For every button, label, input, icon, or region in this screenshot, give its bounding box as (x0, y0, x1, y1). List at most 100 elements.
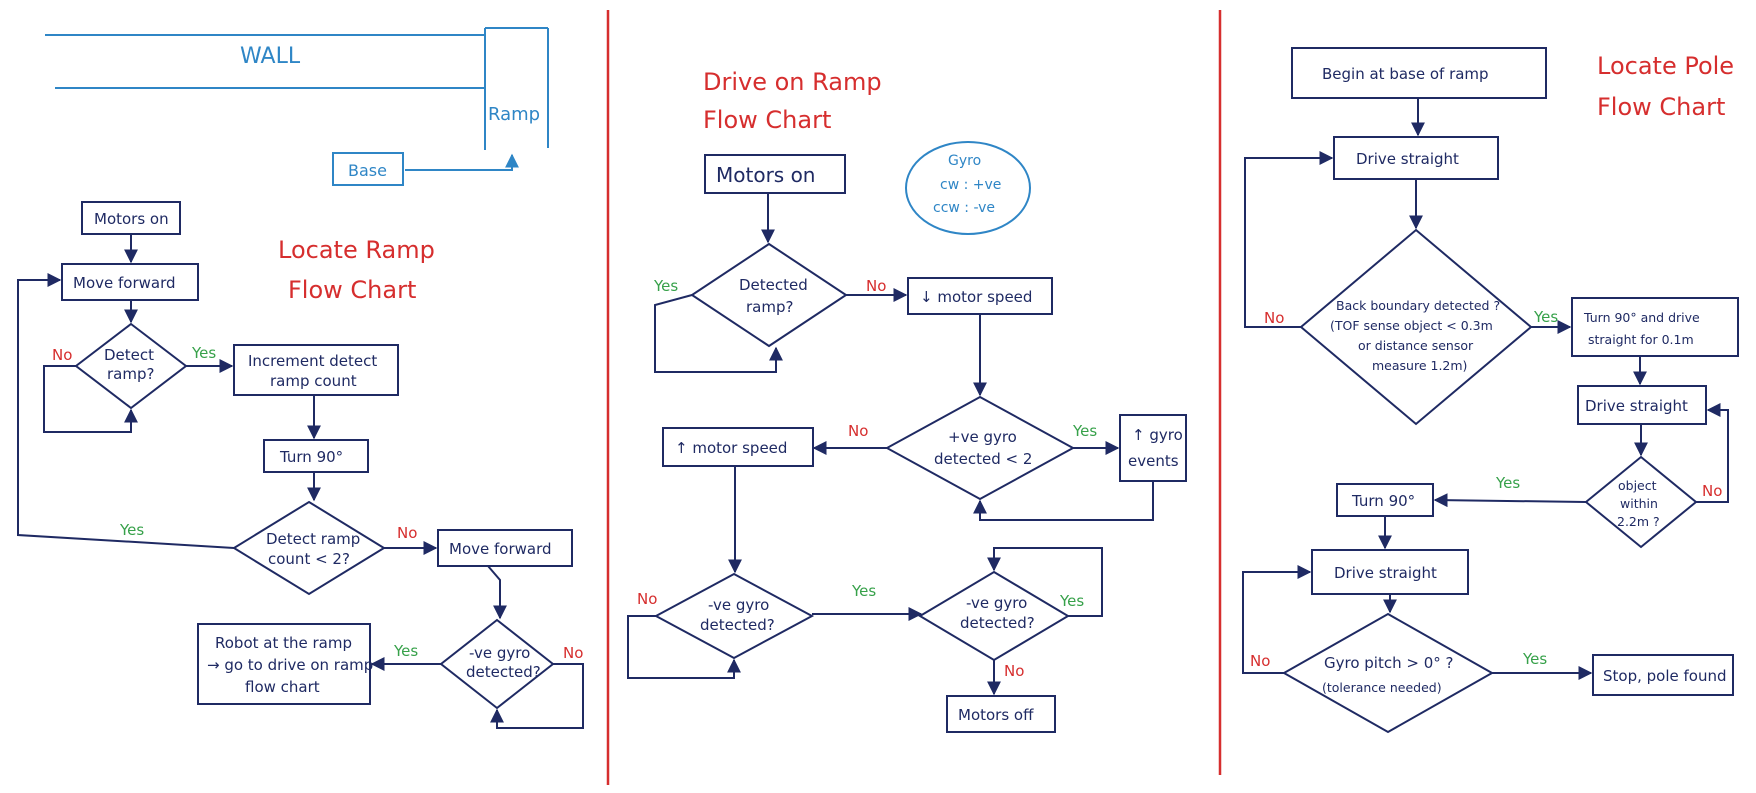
lr-move-forward-2: Move forward (449, 540, 552, 558)
lp-back-3: or distance sensor (1358, 338, 1474, 353)
lr-robot-2: → go to drive on ramp (207, 656, 373, 674)
lp-stop: Stop, pole found (1603, 667, 1727, 685)
dor-neg-gyro-a-2: detected? (700, 616, 775, 634)
lp-drive-straight-2-box (1577, 385, 1707, 425)
dor-detected-ramp-diamond (690, 242, 848, 348)
lr-neg-gyro-diamond (439, 618, 555, 710)
lr-increment-1: Increment detect (248, 352, 377, 370)
lp-pitch-1: Gyro pitch > 0° ? (1324, 654, 1454, 672)
lr-neg-gyro-1: -ve gyro (469, 644, 530, 662)
lr-neg-gyro-2: detected? (466, 663, 541, 681)
gyro-note-1: Gyro (948, 153, 981, 169)
dor-no-3: No (637, 590, 657, 608)
lr-robot-3: flow chart (245, 678, 320, 696)
lr-yes-3: Yes (393, 642, 418, 660)
lr-move-forward-box (61, 263, 199, 301)
dor-no-2: No (848, 422, 868, 440)
dor-yes-4: Yes (1059, 592, 1084, 610)
lp-object-3: 2.2m ? (1617, 514, 1660, 529)
locate-ramp-title-2: Flow Chart (288, 276, 416, 304)
dor-inc-speed-box (662, 427, 814, 467)
dor-neg-gyro-b-1: -ve gyro (966, 594, 1027, 612)
dor-inc-speed: ↑ motor speed (675, 439, 787, 457)
dor-motors-on: Motors on (716, 163, 815, 187)
lp-no-1: No (1264, 309, 1284, 327)
lr-count-diamond (232, 500, 386, 596)
lr-turn-90: Turn 90° (279, 448, 343, 466)
lr-no-2: No (397, 524, 417, 542)
base-box (332, 152, 404, 186)
dor-no-1: No (866, 277, 886, 295)
dor-yes-3: Yes (851, 582, 876, 600)
lp-no-3: No (1250, 652, 1270, 670)
lp-turn-drive-2: straight for 0.1m (1588, 332, 1694, 347)
lp-yes-3: Yes (1522, 650, 1547, 668)
dor-pos-gyro-diamond (884, 395, 1076, 501)
lr-motors-on: Motors on (94, 210, 169, 228)
lp-title-2: Flow Chart (1597, 93, 1725, 121)
dor-pos-gyro-2: detected < 2 (934, 450, 1032, 468)
lp-back-1: Back boundary detected ? (1336, 298, 1500, 313)
lr-detect-ramp-2: ramp? (107, 365, 154, 383)
dor-motors-off-box (946, 695, 1056, 733)
ramp-label: Ramp (488, 104, 540, 125)
lr-turn-90-box (263, 439, 369, 473)
lp-back-4: measure 1.2m) (1372, 358, 1467, 373)
lp-begin: Begin at base of ramp (1322, 65, 1489, 83)
lp-title-1: Locate Pole (1597, 52, 1734, 80)
lp-drive-straight-3: Drive straight (1334, 564, 1437, 582)
lr-robot-1: Robot at the ramp (215, 634, 352, 652)
dor-detected-ramp-1: Detected (739, 276, 808, 294)
lp-pitch-2: (tolerance needed) (1322, 680, 1442, 695)
lp-drive-straight-2: Drive straight (1585, 397, 1688, 415)
lr-count-2: count < 2? (268, 550, 350, 568)
lr-detect-ramp-1: Detect (104, 346, 154, 364)
lp-turn-90: Turn 90° (1351, 492, 1415, 510)
lp-drive-straight-1-box (1333, 136, 1499, 180)
lp-object-1: object (1618, 478, 1657, 493)
gyro-note-ellipse (905, 141, 1031, 235)
dor-title-2: Flow Chart (703, 106, 831, 134)
lr-move-forward: Move forward (73, 274, 176, 292)
lr-yes-1: Yes (191, 344, 216, 362)
lr-yes-2: Yes (119, 521, 144, 539)
dor-motors-off: Motors off (958, 706, 1034, 724)
base-label: Base (348, 161, 387, 180)
gyro-note-2: cw : +ve (940, 177, 1001, 193)
wall-label: WALL (240, 44, 301, 69)
lr-robot-box (197, 623, 371, 705)
dor-pos-gyro-1: +ve gyro (948, 428, 1017, 446)
lp-drive-straight-1: Drive straight (1356, 150, 1459, 168)
dor-yes-2: Yes (1072, 422, 1097, 440)
dor-neg-gyro-b-2: detected? (960, 614, 1035, 632)
dor-detected-ramp-2: ramp? (746, 298, 793, 316)
dor-title-1: Drive on Ramp (703, 68, 882, 96)
dor-neg-gyro-a-1: -ve gyro (708, 596, 769, 614)
dor-neg-gyro-a-diamond (653, 572, 815, 660)
lp-object-diamond (1584, 455, 1698, 549)
lr-no-3: No (563, 644, 583, 662)
lp-yes-2: Yes (1495, 474, 1520, 492)
lr-count-1: Detect ramp (266, 530, 360, 548)
lp-turn-drive-box (1571, 297, 1739, 357)
lr-increment-box (233, 344, 399, 396)
lp-yes-1: Yes (1533, 308, 1558, 326)
lp-no-2: No (1702, 482, 1722, 500)
lp-object-2: within (1620, 496, 1658, 511)
lp-back-boundary-diamond (1299, 228, 1533, 426)
dor-yes-1: Yes (653, 277, 678, 295)
arena-map: WALL Ramp Base (45, 27, 549, 186)
lr-increment-2: ramp count (270, 372, 357, 390)
dor-gyro-events-2: events (1128, 452, 1179, 470)
lr-detect-ramp-diamond (74, 322, 188, 410)
dor-motors-on-box (704, 154, 846, 194)
gyro-note-3: ccw : -ve (933, 200, 995, 216)
lp-pitch-diamond (1281, 612, 1495, 734)
dor-gyro-events-box (1119, 414, 1187, 482)
dor-no-4: No (1004, 662, 1024, 680)
lp-back-2: (TOF sense object < 0.3m (1330, 318, 1493, 333)
dor-dec-speed: ↓ motor speed (920, 288, 1032, 306)
lr-move-forward-2-box (437, 529, 573, 567)
lr-no-1: No (52, 346, 72, 364)
